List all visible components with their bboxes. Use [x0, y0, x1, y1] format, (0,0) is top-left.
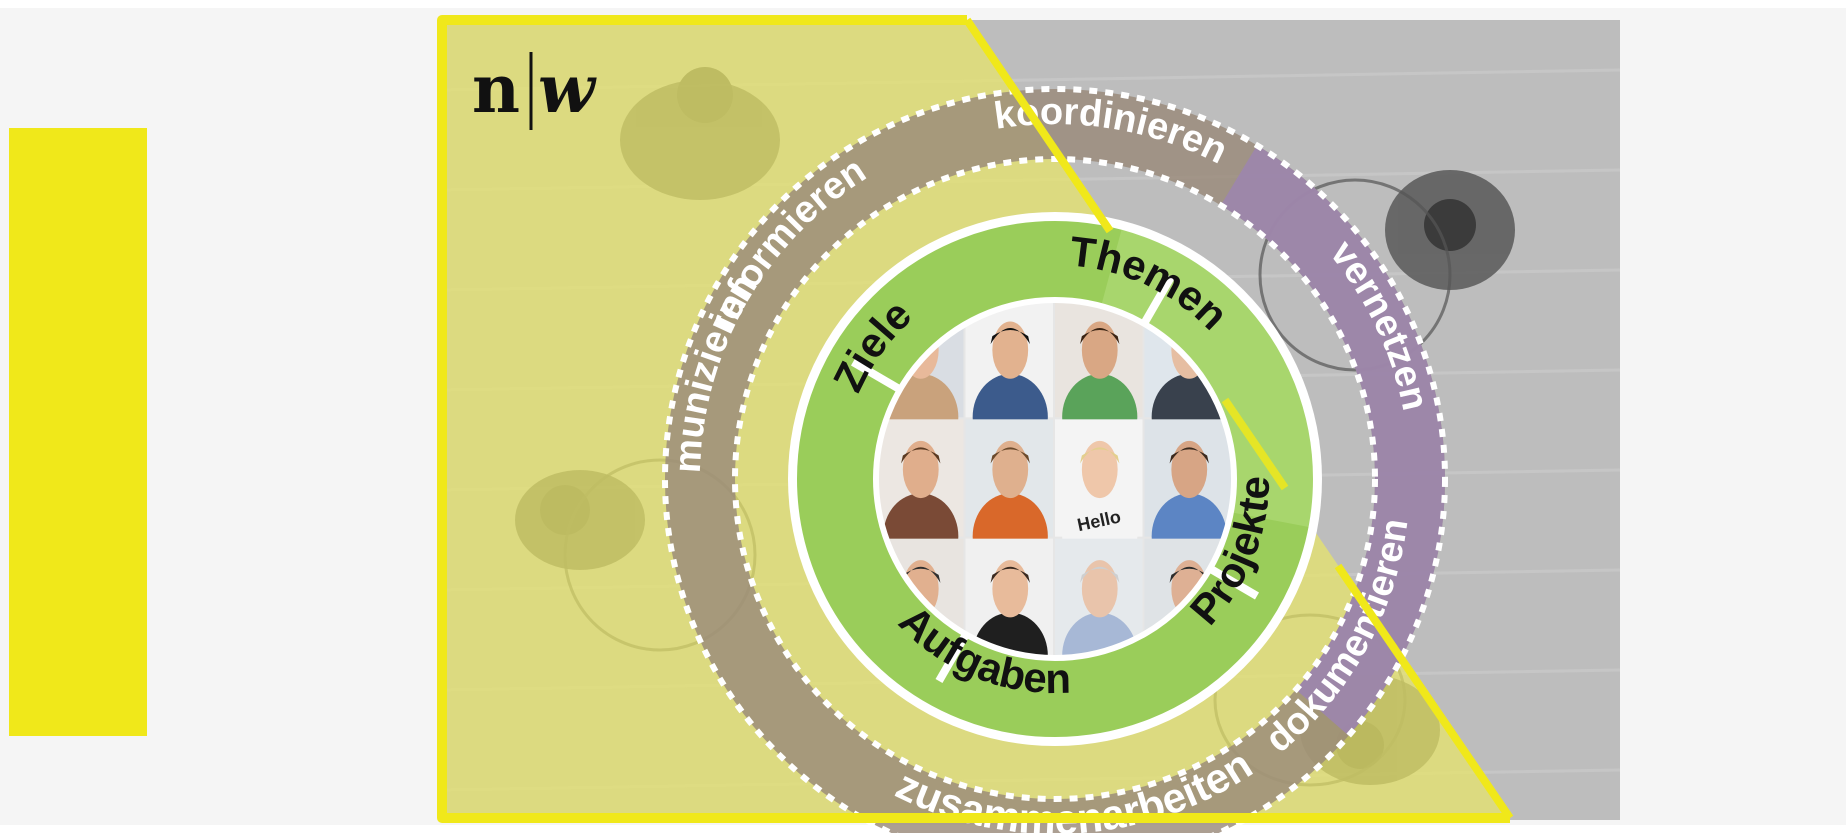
yellow-diagonal-right	[1334, 563, 1514, 821]
logo-letter-w: w	[538, 50, 597, 128]
fhnw-logo: n w	[472, 50, 597, 130]
yellow-accent-block	[9, 128, 147, 736]
logo-letter-n: n	[472, 50, 520, 128]
yellow-diagonal-center	[1221, 397, 1289, 491]
yellow-diagonal-left	[963, 17, 1114, 234]
yellow-frame-border	[437, 15, 1510, 823]
portrait-tile	[965, 538, 1053, 658]
